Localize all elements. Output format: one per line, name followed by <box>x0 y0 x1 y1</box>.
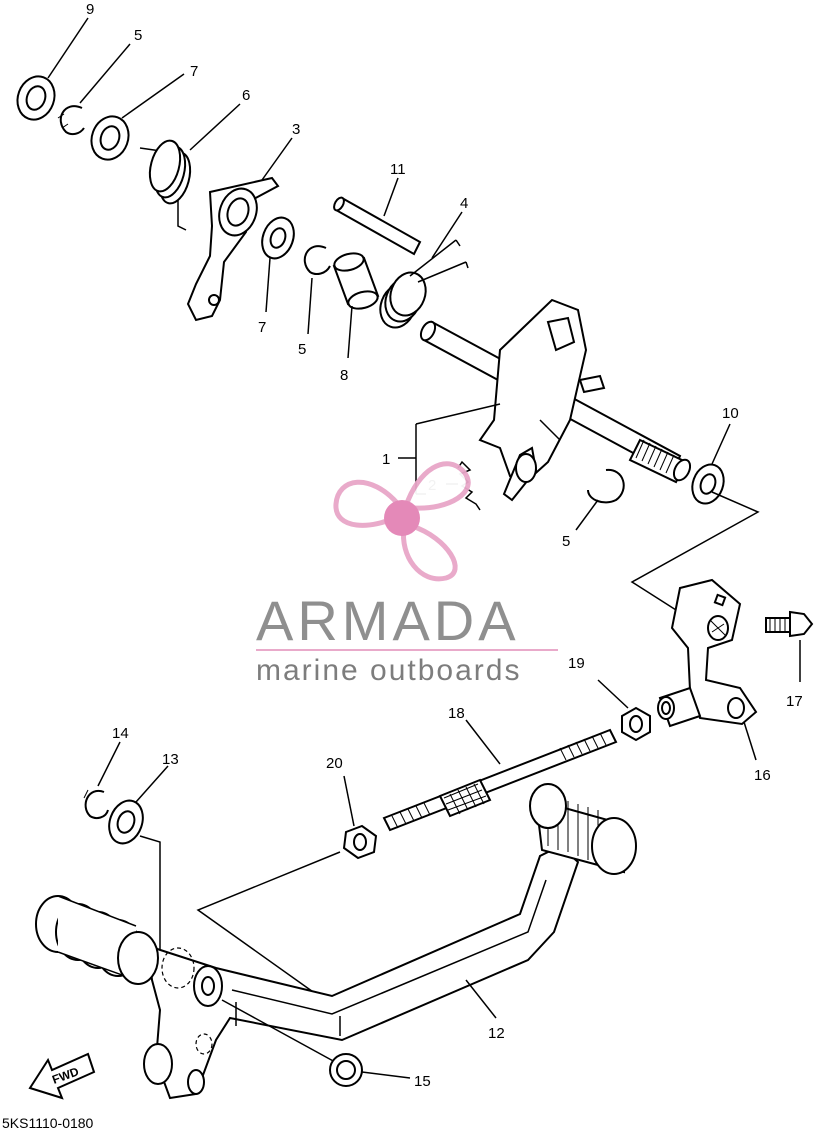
washer-part-9 <box>16 75 56 121</box>
callout-10: 10 <box>722 405 739 422</box>
callout-8: 8 <box>340 367 348 384</box>
callout-7-top: 7 <box>190 63 198 80</box>
shift-pedal-part-12 <box>35 783 637 1100</box>
washer-part-7-top <box>90 115 130 161</box>
callout-5-lower: 5 <box>562 533 570 550</box>
nut-part-20 <box>342 824 378 860</box>
brand-name: ARMADA <box>256 589 520 652</box>
forward-direction-arrow: FWD <box>28 1052 96 1100</box>
circlip-part-5-lower <box>587 468 625 504</box>
washer-part-13 <box>108 799 144 845</box>
washer-part-7-mid <box>261 216 295 260</box>
shift-rod-part-18 <box>382 728 618 832</box>
callout-1: 1 <box>382 451 390 468</box>
callout-18: 18 <box>448 705 465 722</box>
collar-part-8 <box>332 252 380 310</box>
armada-watermark: ARMADA marine outboards <box>256 461 558 687</box>
callout-14: 14 <box>112 725 129 742</box>
callout-9: 9 <box>86 1 94 18</box>
diagram-code: 5KS1110-0180 <box>2 1115 94 1131</box>
callout-3: 3 <box>292 121 300 138</box>
circlip-part-5-mid <box>303 245 331 275</box>
brand-tagline: marine outboards <box>256 654 521 687</box>
callout-11: 11 <box>390 161 406 178</box>
callout-15: 15 <box>414 1073 431 1090</box>
link-lever-part-16 <box>657 578 758 728</box>
callout-5-mid: 5 <box>298 341 306 358</box>
callout-4: 4 <box>460 195 468 212</box>
return-spring-part-4 <box>379 239 469 329</box>
shift-shaft-part-1 <box>419 298 692 502</box>
callout-12: 12 <box>488 1025 505 1042</box>
callout-17: 17 <box>786 693 803 710</box>
callout-7-mid: 7 <box>258 319 266 336</box>
callout-16: 16 <box>754 767 771 784</box>
shift-arm-part-3 <box>186 176 280 322</box>
washer-part-15 <box>329 1053 363 1087</box>
callout-5-top: 5 <box>134 27 142 44</box>
bolt-part-17 <box>765 610 814 638</box>
circlip-part-5-top <box>57 105 85 136</box>
callout-19: 19 <box>568 655 585 672</box>
propeller-logo-icon <box>333 461 471 582</box>
nut-part-19 <box>621 706 651 742</box>
circlip-part-14 <box>83 789 109 819</box>
callout-6: 6 <box>242 87 250 104</box>
pin-part-11 <box>333 196 422 256</box>
callout-20: 20 <box>326 755 343 772</box>
callout-13: 13 <box>162 751 179 768</box>
torsion-spring-part-6 <box>139 139 192 231</box>
washer-part-10 <box>691 463 725 505</box>
